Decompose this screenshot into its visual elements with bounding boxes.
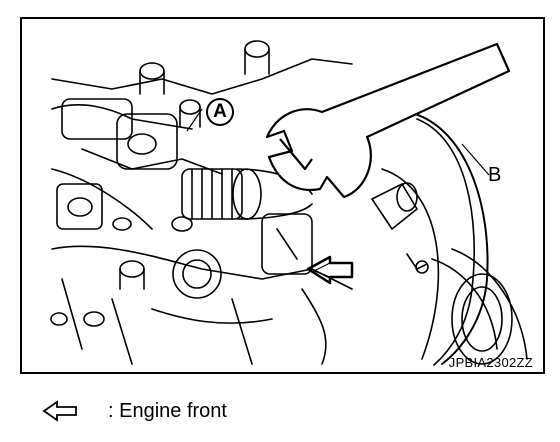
callout-a: A <box>206 98 234 126</box>
figure-frame: A B JPBIA2302ZZ <box>20 17 545 374</box>
legend-text: : Engine front <box>108 399 227 422</box>
legend: : Engine front <box>42 396 227 426</box>
engine-illustration <box>50 40 528 366</box>
image-code: JPBIA2302ZZ <box>448 355 533 370</box>
callout-b: B <box>488 164 502 186</box>
hollow-left-arrow-icon <box>42 400 77 422</box>
